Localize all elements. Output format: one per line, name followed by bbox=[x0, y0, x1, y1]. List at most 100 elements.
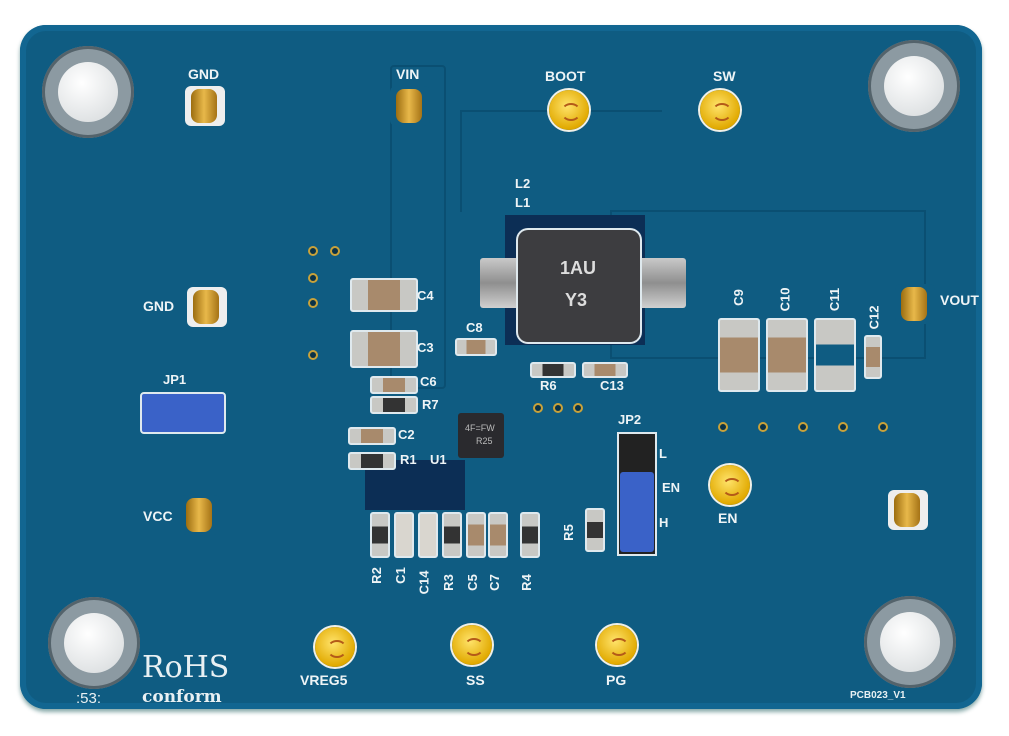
vreg5-test-point[interactable] bbox=[315, 627, 355, 667]
jp2-label: JP2 bbox=[618, 412, 642, 427]
u1-label: U1 bbox=[430, 452, 447, 467]
gnd-connector[interactable] bbox=[185, 86, 225, 126]
l2-label: L2 bbox=[515, 176, 531, 191]
resistor-r6 bbox=[530, 362, 576, 378]
inductor-marking: Y3 bbox=[565, 290, 588, 310]
via bbox=[720, 424, 726, 430]
ic-u1: 4F=FW R25 bbox=[458, 413, 504, 458]
capacitor-c11 bbox=[814, 318, 856, 392]
l1-label: L1 bbox=[515, 195, 531, 210]
r2-label: R2 bbox=[368, 567, 384, 584]
via bbox=[310, 352, 316, 358]
via bbox=[800, 424, 806, 430]
jp2-h-label: H bbox=[659, 515, 669, 530]
gnd-mid-label: GND bbox=[143, 298, 175, 314]
c6-label: C6 bbox=[420, 374, 437, 389]
u1-marking: 4F=FW bbox=[465, 423, 495, 433]
capacitor-c14 bbox=[418, 512, 438, 558]
vreg5-label: VREG5 bbox=[300, 672, 348, 688]
c7-label: C7 bbox=[486, 574, 502, 591]
capacitor-c7 bbox=[488, 512, 508, 558]
resistor-r1 bbox=[348, 452, 396, 470]
u1-marking: R25 bbox=[476, 436, 493, 446]
jumper-jp2[interactable] bbox=[620, 472, 654, 552]
board-code: :53: bbox=[76, 690, 102, 707]
mounting-hole bbox=[864, 596, 956, 688]
inductor bbox=[518, 230, 640, 342]
jp2-en-label: EN bbox=[662, 480, 681, 495]
gnd-top-label: GND bbox=[188, 66, 220, 82]
c3-label: C3 bbox=[417, 340, 434, 355]
vin-connector[interactable] bbox=[390, 86, 430, 126]
boot-label: BOOT bbox=[545, 68, 586, 84]
ss-label: SS bbox=[466, 672, 485, 688]
en-label: EN bbox=[718, 510, 738, 526]
capacitor-c6 bbox=[370, 376, 418, 394]
via bbox=[310, 300, 316, 306]
capacitor-c4 bbox=[350, 278, 418, 312]
vin-label: VIN bbox=[396, 66, 420, 82]
r4-label: R4 bbox=[518, 574, 534, 591]
vcc-connector[interactable] bbox=[180, 495, 220, 535]
mounting-hole bbox=[48, 597, 140, 689]
r1-label: R1 bbox=[400, 452, 417, 467]
pg-test-point[interactable] bbox=[597, 625, 637, 665]
pg-label: PG bbox=[606, 672, 627, 688]
r6-label: R6 bbox=[540, 378, 557, 393]
rohs-logo: RoHS bbox=[142, 650, 230, 685]
c5-label: C5 bbox=[464, 574, 480, 591]
via bbox=[840, 424, 846, 430]
via bbox=[310, 275, 316, 281]
capacitor-c9 bbox=[718, 318, 760, 392]
resistor-r4 bbox=[520, 512, 540, 558]
c13-label: C13 bbox=[600, 378, 624, 393]
mounting-hole bbox=[868, 40, 960, 132]
via bbox=[535, 405, 541, 411]
resistor-r5 bbox=[585, 508, 605, 552]
via bbox=[332, 248, 338, 254]
sw-label: SW bbox=[713, 68, 736, 84]
trace bbox=[390, 65, 446, 389]
capacitor-c5 bbox=[466, 512, 486, 558]
gnd-connector[interactable] bbox=[187, 287, 227, 327]
capacitor-c8 bbox=[455, 338, 497, 356]
resistor-r2 bbox=[370, 512, 390, 558]
c12-label: C12 bbox=[866, 305, 882, 330]
en-test-point[interactable] bbox=[710, 465, 750, 505]
via bbox=[880, 424, 886, 430]
mounting-hole bbox=[42, 46, 134, 138]
capacitor-c3 bbox=[350, 330, 418, 368]
jp2-l-label: L bbox=[659, 446, 667, 461]
ss-test-point[interactable] bbox=[452, 625, 492, 665]
rohs-conform: conform bbox=[142, 687, 222, 707]
capacitor-c12 bbox=[864, 335, 882, 379]
c1-label: C1 bbox=[392, 567, 408, 584]
jp1-label: JP1 bbox=[163, 372, 187, 387]
c14-label: C14 bbox=[416, 570, 432, 595]
capacitor-c10 bbox=[766, 318, 808, 392]
r3-label: R3 bbox=[440, 574, 456, 591]
jumper-jp1[interactable] bbox=[140, 392, 226, 434]
r5-label: R5 bbox=[560, 524, 576, 541]
c4-label: C4 bbox=[417, 288, 434, 303]
resistor-r7 bbox=[370, 396, 418, 414]
pcb-id: PCB023_V1 bbox=[850, 690, 906, 701]
vout-label: VOUT bbox=[940, 292, 979, 308]
capacitor-c13 bbox=[582, 362, 628, 378]
c2-label: C2 bbox=[398, 427, 415, 442]
c8-label: C8 bbox=[466, 320, 483, 335]
via bbox=[310, 248, 316, 254]
c10-label: C10 bbox=[777, 287, 793, 312]
capacitor-c2 bbox=[348, 427, 396, 445]
c9-label: C9 bbox=[730, 289, 746, 306]
capacitor-c1 bbox=[394, 512, 414, 558]
inductor-marking: 1AU bbox=[560, 258, 597, 278]
resistor-r3 bbox=[442, 512, 462, 558]
c11-label: C11 bbox=[827, 287, 843, 312]
r7-label: R7 bbox=[422, 397, 439, 412]
vout-connector[interactable] bbox=[895, 284, 935, 324]
via bbox=[575, 405, 581, 411]
sw-test-point[interactable] bbox=[700, 90, 740, 130]
connector[interactable] bbox=[888, 490, 928, 530]
boot-test-point[interactable] bbox=[549, 90, 589, 130]
